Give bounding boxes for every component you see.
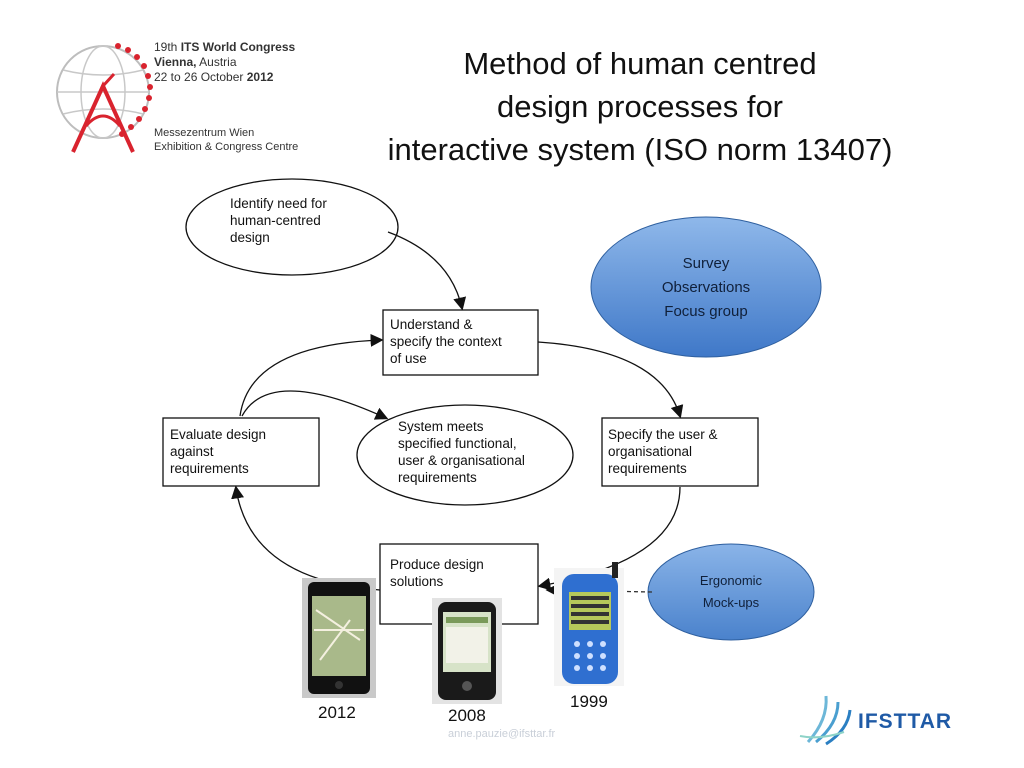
specify-line3: requirements [608,461,687,476]
title-line3: interactive system (ISO norm 13407) [387,132,893,167]
arrow-evaluate-to-system [241,390,389,420]
congress-info: 19th ITS World Congress Vienna, Austria … [154,40,295,85]
mockups-callout-text: Ergonomic Mock-ups [668,570,794,614]
specify-line2: organisational [608,444,693,459]
title-line2: design processes for [496,89,784,124]
red-dots-icon [115,43,153,137]
congress-logo [56,43,153,153]
page-title: Method of human centred design processes… [330,42,950,171]
ifsttar-brand: IFSTTAR [858,710,953,733]
identify-need-line1: Identify need for [230,196,327,211]
footer-email: anne.pauzie@ifsttar.fr [448,728,556,740]
system-meets-text: System meets specified functional, user … [398,418,525,486]
understand-line2: specify the context [390,334,502,349]
evaluate-line3: requirements [170,461,249,476]
specify-requirements-text: Specify the user & organisational requir… [608,426,718,477]
globe-icon [56,45,150,139]
evaluate-line1: Evaluate design [170,427,267,442]
arrow-produce-to-evaluate [231,485,381,591]
mockups-line2: Mock-ups [702,595,760,610]
phone-1999-image [554,562,624,686]
system-line4: requirements [398,470,477,485]
understand-line3: of use [390,351,427,366]
red-a-icon [71,72,135,153]
method-survey: Survey [682,255,730,272]
venue-line2: Exhibition & Congress Centre [154,141,299,153]
produce-line2: solutions [390,574,444,589]
system-meets-ellipse [356,404,574,506]
phone-2008-image [432,598,502,704]
congress-city: Vienna, [154,55,197,69]
produce-line1: Produce design [390,557,484,572]
identify-need-ellipse [185,178,399,276]
year-2008-label: 2008 [448,706,486,725]
evaluate-line2: against [170,444,214,459]
method-observations: Observations [661,279,751,296]
understand-line1: Understand & [390,317,473,332]
identify-need-line3: design [230,230,270,245]
produce-design-text: Produce design solutions [390,556,484,590]
arrow-identify-to-understand [387,231,467,311]
understand-context-text: Understand & specify the context of use [390,316,502,367]
mockups-line1: Ergonomic [699,573,763,588]
year-1999-label: 1999 [570,692,608,711]
ifsttar-logo-icon [799,695,852,746]
identify-need-line2: human-centred [230,213,321,228]
congress-dates: 22 to 26 October [154,70,247,84]
system-line2: specified functional, [398,436,517,451]
congress-country: Austria [196,55,237,69]
congress-line1-prefix: 19th [154,40,181,54]
system-line1: System meets [398,419,484,434]
evaluate-design-text: Evaluate design against requirements [170,426,266,477]
method-focus-group: Focus group [664,303,748,320]
year-2012-label: 2012 [318,703,356,722]
congress-name: ITS World Congress [180,40,296,54]
system-line3: user & organisational [398,453,525,468]
methods-callout [590,216,822,358]
arrow-understand-to-specify [537,341,684,419]
identify-need-text: Identify need for human-centred design [230,195,327,246]
phone-2012-image [302,578,376,698]
congress-venue: Messezentrum Wien Exhibition & Congress … [154,126,298,154]
congress-year: 2012 [246,70,274,84]
methods-callout-text: Survey Observations Focus group [612,252,800,324]
venue-line1: Messezentrum Wien [154,127,255,139]
specify-requirements-box [601,417,759,487]
title-line1: Method of human centred [463,46,817,81]
specify-line1: Specify the user & [608,427,718,442]
arrow-evaluate-to-understand [239,333,384,417]
